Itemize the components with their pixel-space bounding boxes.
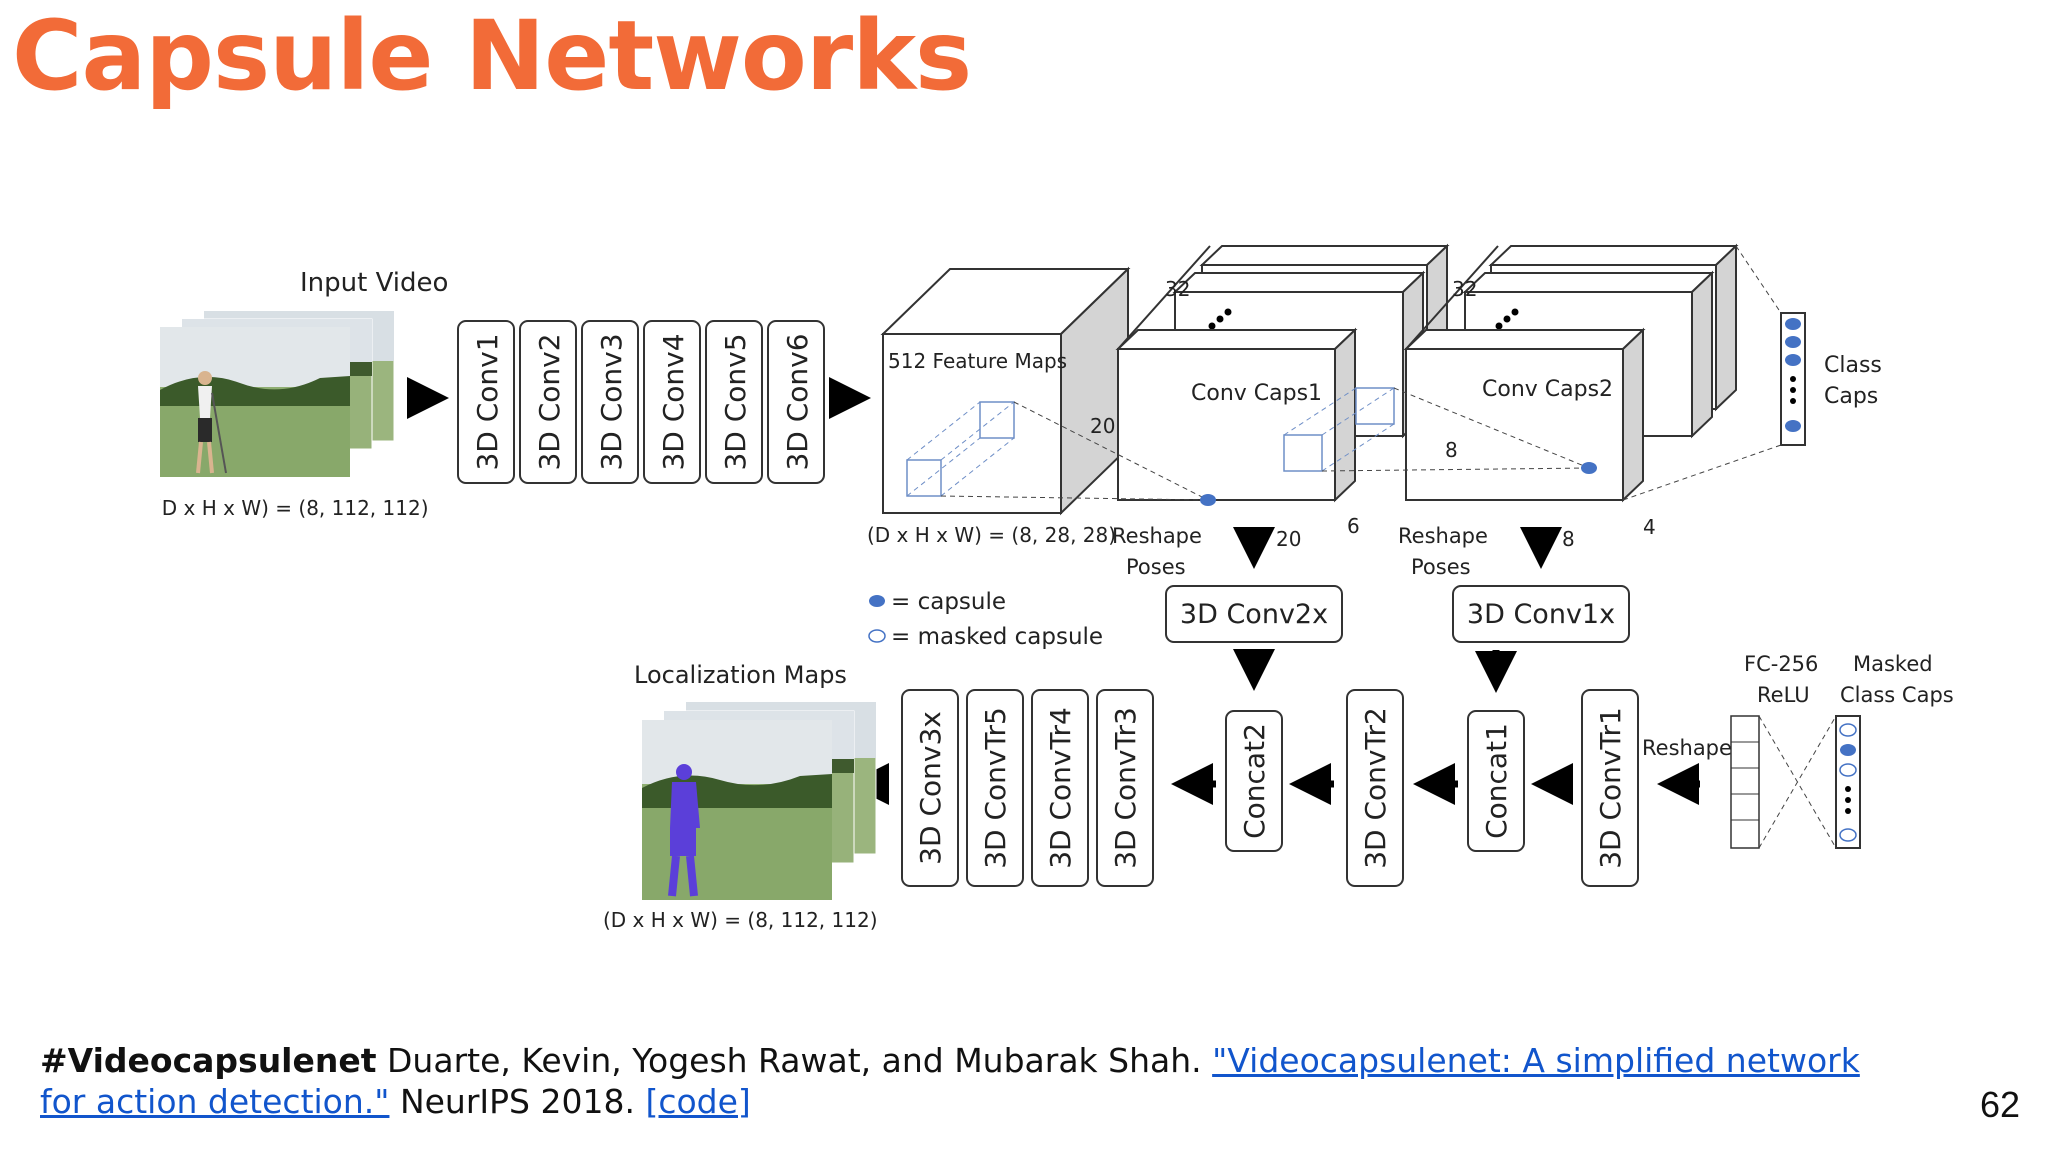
connector-caps2-class	[1622, 444, 1782, 501]
fc-label: FC-256	[1744, 652, 1818, 676]
output-dims-label: (D x H x W) = (8, 112, 112)	[603, 908, 878, 932]
fc-relu-label: ReLU	[1757, 683, 1810, 707]
decoder-layer-label: 3D ConvTr3	[1109, 707, 1142, 869]
reshape2-label: Reshape	[1398, 524, 1488, 548]
citation: #Videocapsulenet Duarte, Kevin, Yogesh R…	[40, 1040, 1900, 1122]
decoder-layer-label: Concat2	[1238, 723, 1271, 839]
localization-map-frames	[642, 701, 877, 900]
reshape2-num: 8	[1562, 527, 1575, 551]
localization-maps-label: Localization Maps	[634, 661, 847, 689]
reshape1-poses: Poses	[1126, 555, 1186, 579]
class-caps-label: Class	[1824, 353, 1882, 378]
input-video-label: Input Video	[300, 268, 448, 298]
videocapsulenet-diagram: Input Video (D x H x W) = (8, 112, 112) …	[160, 243, 1954, 932]
encoder-layer-label: 3D Conv5	[719, 333, 752, 470]
encoder-layer-label: 3D Conv4	[657, 333, 690, 470]
reshape1-label: Reshape	[1112, 524, 1202, 548]
input-video-frames	[160, 310, 395, 477]
page-number: 62	[1979, 1084, 2020, 1125]
fc-256-vector	[1730, 715, 1760, 849]
citation-venue: NeurIPS 2018.	[389, 1082, 646, 1121]
encoder-conv-blocks: 3D Conv1 3D Conv2 3D Conv3 3D Conv4 3D C…	[457, 320, 825, 484]
legend-capsule-marker	[869, 595, 885, 607]
conv-caps1-label: Conv Caps1	[1191, 381, 1322, 406]
code-link[interactable]: [code]	[645, 1082, 751, 1121]
conv-caps2-size-b: 4	[1643, 515, 1656, 539]
conv-caps2-size-a: 8	[1445, 438, 1458, 462]
citation-tag: #Videocapsulenet	[40, 1041, 377, 1080]
conv2x-block: 3D Conv2x	[1165, 585, 1343, 643]
citation-authors: Duarte, Kevin, Yogesh Rawat, and Mubarak…	[376, 1041, 1213, 1080]
decoder-block-convtr2: 3D ConvTr2	[1346, 689, 1404, 887]
conv1x-block: 3D Conv1x	[1452, 585, 1630, 643]
connector-features-caps1	[1013, 401, 1209, 501]
conv-caps2-depth: 32	[1452, 277, 1477, 301]
encoder-layer-label: 3D Conv3	[595, 333, 628, 470]
decoder-block-concat1: Concat1	[1467, 710, 1525, 852]
masked-label: Masked	[1853, 652, 1933, 676]
conv1x-label: 3D Conv1x	[1467, 599, 1615, 630]
decoder-layer-label: 3D ConvTr2	[1359, 707, 1392, 869]
reshape2-poses: Poses	[1411, 555, 1471, 579]
conv-caps1-depth: 32	[1165, 277, 1190, 301]
feature-maps-cube	[880, 266, 1131, 516]
conv2x-label: 3D Conv2x	[1180, 599, 1328, 630]
decoder-block-convtr4: 3D ConvTr4	[1031, 689, 1089, 887]
decoder-block-convtr5: 3D ConvTr5	[966, 689, 1024, 887]
architecture-figure: Input Video (D x H x W) = (8, 112, 112) …	[160, 128, 2040, 998]
encoder-layer-label: 3D Conv2	[533, 333, 566, 470]
conv-caps2-stack	[1403, 243, 1739, 503]
decoder-block-convtr3: 3D ConvTr3	[1096, 689, 1154, 887]
decoder-block-conv3x: 3D Conv3x	[901, 689, 959, 887]
input-dims-label: (D x H x W) = (8, 112, 112)	[160, 496, 429, 520]
legend-masked-label: = masked capsule	[891, 624, 1103, 650]
conv-caps1-stack	[1115, 243, 1450, 503]
encoder-block-conv5: 3D Conv5	[705, 320, 763, 484]
decoder-layer-label: 3D ConvTr4	[1044, 707, 1077, 869]
masked-class-caps-label: Class Caps	[1840, 683, 1954, 707]
decoder-block-concat2: Concat2	[1225, 710, 1283, 852]
conv-caps2-label: Conv Caps2	[1482, 377, 1613, 402]
decoder-blocks: 3D Conv3x 3D ConvTr5 3D ConvTr4 3D ConvT…	[901, 689, 1639, 887]
encoder-block-conv6: 3D Conv6	[767, 320, 825, 484]
legend-masked-marker	[868, 629, 886, 643]
encoder-block-conv4: 3D Conv4	[643, 320, 701, 484]
encoder-block-conv2: 3D Conv2	[519, 320, 577, 484]
connector-fc-masked	[1758, 715, 1837, 849]
conv-caps1-size-a: 20	[1090, 414, 1115, 438]
decoder-layer-label: 3D ConvTr1	[1594, 707, 1627, 869]
encoder-layer-label: 3D Conv6	[781, 333, 814, 470]
capsule-dot	[1200, 494, 1216, 506]
encoder-block-conv1: 3D Conv1	[457, 320, 515, 484]
conv-caps1-size-b: 6	[1347, 514, 1360, 538]
paper-link[interactable]: "Videocapsulenet: A simplified network f…	[40, 1041, 1860, 1121]
class-caps-column	[1780, 312, 1806, 446]
slide-title: Capsule Networks	[12, 0, 972, 112]
encoder-block-conv3: 3D Conv3	[581, 320, 639, 484]
reshape1-num: 20	[1276, 527, 1301, 551]
decoder-layer-label: Concat1	[1480, 723, 1513, 839]
legend-capsule-label: = capsule	[891, 589, 1006, 615]
connector-caps2-class	[1735, 245, 1782, 314]
feature-maps-label: 512 Feature Maps	[888, 349, 1067, 373]
reshape-label: Reshape	[1642, 736, 1732, 760]
capsule-dot	[1581, 462, 1597, 474]
decoder-layer-label: 3D ConvTr5	[979, 707, 1012, 869]
masked-class-caps-column	[1835, 715, 1861, 849]
encoder-layer-label: 3D Conv1	[471, 333, 504, 470]
connector-caps1-caps2	[1393, 387, 1590, 469]
decoder-block-convtr1: 3D ConvTr1	[1581, 689, 1639, 887]
decoder-layer-label: 3D Conv3x	[914, 711, 947, 865]
feature-dims-label: (D x H x W) = (8, 28, 28)	[867, 523, 1116, 547]
class-caps-label: Caps	[1824, 384, 1878, 409]
